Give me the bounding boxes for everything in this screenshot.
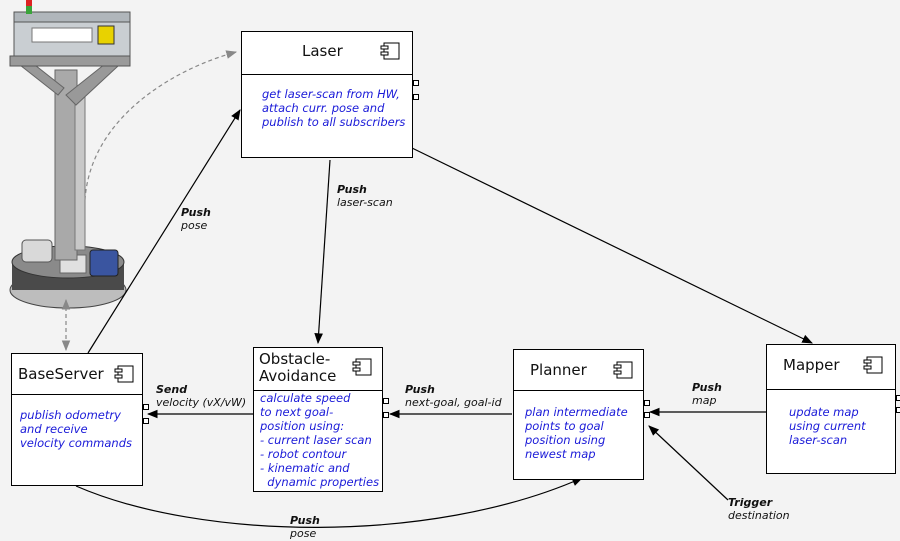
component-icon [352,358,372,376]
baseserver-component[interactable]: BaseServer publish odometry and receive … [11,353,149,486]
planner-title: Planner [530,361,587,379]
baseserver-description: publish odometry and receive velocity co… [20,408,132,450]
laser-separator [242,74,412,75]
label-push-laserscan: Push laser-scan [337,183,393,209]
label-verb: Push [290,514,320,527]
obstacle-avoidance-component[interactable]: Obstacle- Avoidance calculate speed to n… [253,347,389,492]
label-object: map [692,394,717,407]
label-object: velocity (vX/vW) [156,396,247,409]
baseserver-separator [12,394,142,395]
label-object: destination [728,509,790,522]
label-verb: Trigger [728,496,773,509]
component-icon [380,42,400,60]
label-push-pose-top: Push pose [181,206,211,232]
label-verb: Push [181,206,211,219]
robot-image [9,0,131,309]
mapper-component[interactable]: Mapper update map using current laser-sc… [766,344,900,474]
component-icon [613,361,633,379]
label-verb: Push [692,381,722,394]
label-send-velocity: Send velocity (vX/vW) [156,383,246,409]
planner-component[interactable]: Planner plan intermediate points to goal… [513,349,650,480]
baseserver-title: BaseServer [18,365,104,383]
mapper-title: Mapper [783,356,840,374]
label-object: laser-scan [337,196,393,209]
label-object: next-goal, goal-id [405,396,502,409]
laser-port-2 [413,94,419,100]
mapper-port-2 [896,407,900,413]
label-object: pose [181,219,208,232]
label-push-map: Push map [692,381,722,407]
obstacle-avoidance-separator [254,390,382,391]
label-object: pose [290,527,317,540]
planner-separator [514,390,643,391]
label-trigger-destination: Trigger destination [728,496,790,522]
label-verb: Push [405,383,435,396]
obstacle-port-2 [383,412,389,418]
baseserver-port-1 [143,404,149,410]
label-push-nextgoal: Push next-goal, goal-id [405,383,502,409]
planner-port-2 [644,412,650,418]
label-verb: Send [156,383,188,396]
laser-title: Laser [302,42,343,60]
planner-port-1 [644,400,650,406]
laser-component[interactable]: Laser get laser-scan from HW, attach cur… [241,31,419,158]
laser-port-1 [413,80,419,86]
label-push-pose-bottom: Push pose [290,514,320,540]
component-icon [114,365,134,383]
planner-description: plan intermediate points to goal positio… [525,405,628,461]
obstacle-avoidance-description: calculate speed to next goal- position u… [260,391,380,489]
label-verb: Push [337,183,367,196]
obstacle-avoidance-title: Obstacle- Avoidance [259,350,337,386]
mapper-description: update map using current laser-scan [789,405,866,447]
laser-description: get laser-scan from HW, attach curr. pos… [262,87,406,129]
obstacle-port-1 [383,398,389,404]
baseserver-port-2 [143,418,149,424]
mapper-separator [767,389,895,390]
mapper-port-1 [896,395,900,401]
component-icon [863,356,883,374]
